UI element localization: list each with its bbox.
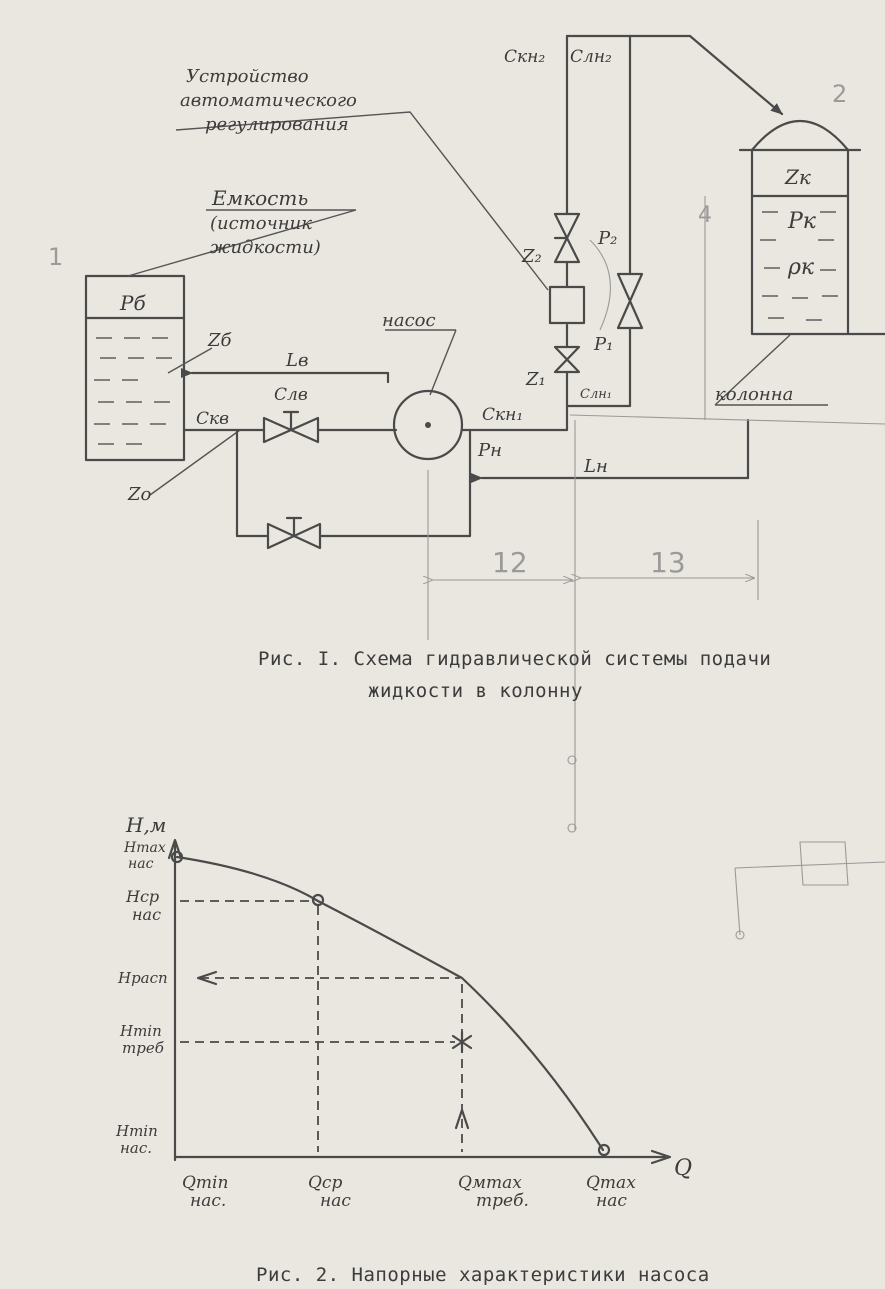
column-liquid-hatching <box>760 211 838 321</box>
label-p1: P₁ <box>593 334 613 355</box>
label-c-kv: Cкв <box>196 409 229 429</box>
tick-hcp-line1: Hср <box>125 887 159 906</box>
label-l-n: Lн <box>583 456 608 477</box>
pump <box>392 389 464 461</box>
tick-qcp-line1: Qср <box>308 1173 342 1193</box>
label-c-lv: Cлв <box>274 385 308 405</box>
tick-qmax-line2: нас <box>596 1191 627 1211</box>
label-tank-line2: (источник <box>210 213 312 234</box>
tick-qmmax-line1: Qмmax <box>458 1173 522 1193</box>
required-point-marker <box>451 1030 473 1054</box>
label-p-tank: Pб <box>119 291 146 315</box>
figure1-caption-line2: жидкости в колонну <box>368 680 583 702</box>
suction-valve <box>262 416 320 444</box>
label-pump: насос <box>382 310 436 331</box>
label-column: колонна <box>715 384 793 405</box>
valve-riser-bypass <box>616 272 644 330</box>
label-z1: Z₁ <box>525 369 546 390</box>
tick-qmin-line2: нас. <box>190 1191 226 1211</box>
label-rho-col: ρк <box>787 255 815 280</box>
y-axis-label: H,м <box>125 813 166 837</box>
tick-qmin-line1: Qmin <box>182 1173 228 1193</box>
label-tank-number: 1 <box>48 243 63 271</box>
tick-hmintr-line2: треб <box>122 1039 165 1057</box>
figure2-caption: Рис. 2. Напорные характеристики насоса <box>256 1264 710 1286</box>
tick-hmax-line1: Hmax <box>123 840 166 856</box>
label-p2: P₂ <box>597 228 617 249</box>
label-l-v: Lв <box>285 350 308 371</box>
tick-hcp-line2: нас <box>132 905 161 924</box>
column <box>750 148 850 336</box>
label-c-ln1: Cлн₁ <box>580 387 612 402</box>
valve-z2 <box>553 212 581 264</box>
label-device-line2: автоматического <box>180 90 357 111</box>
tick-qcp-line2: нас <box>320 1191 351 1211</box>
tick-qmax-line1: Qmax <box>586 1173 636 1193</box>
tick-hminnas-line2: нас. <box>120 1139 152 1157</box>
label-dim-13: 13 <box>650 546 686 579</box>
label-dim-4: 4 <box>698 203 712 228</box>
label-p-pump: Pн <box>477 440 502 461</box>
label-dim-12: 12 <box>492 546 528 579</box>
label-device-line3: регулирования <box>205 114 349 135</box>
tick-hminnas-line1: Hmin <box>115 1122 158 1140</box>
label-tank-line3: жидкости) <box>210 237 321 258</box>
pump-head-curve <box>175 855 605 1152</box>
label-z-col: Zк <box>784 165 811 189</box>
label-p-col: Pк <box>787 209 817 234</box>
tick-hmax-line2: нас <box>128 856 154 872</box>
label-c-kn2: Cкн₂ <box>504 47 545 67</box>
figure1-caption-line1: Рис. I. Схема гидравлической системы под… <box>258 648 772 670</box>
label-c-ln2: Cлн₂ <box>570 47 612 67</box>
valve-z1 <box>553 345 581 374</box>
tank-liquid-hatching <box>94 337 172 445</box>
tick-hmintr-line1: Hmin <box>119 1022 162 1040</box>
pencil-annotations <box>428 196 885 940</box>
tick-hrasp: Hрасп <box>117 969 168 987</box>
tick-qmmax-line2: треб. <box>476 1191 529 1211</box>
label-device-line1: Устройство <box>186 66 309 87</box>
label-z-zero: Zо <box>127 484 152 505</box>
bypass-valve <box>266 522 322 550</box>
label-z-tank: Zб <box>207 330 233 351</box>
label-z2: Z₂ <box>521 246 542 267</box>
label-column-number: 2 <box>832 80 847 108</box>
x-axis-label: Q <box>674 1156 692 1181</box>
label-tank-line1: Емкость <box>211 186 308 210</box>
label-c-kn1: Cкн₁ <box>482 405 523 425</box>
